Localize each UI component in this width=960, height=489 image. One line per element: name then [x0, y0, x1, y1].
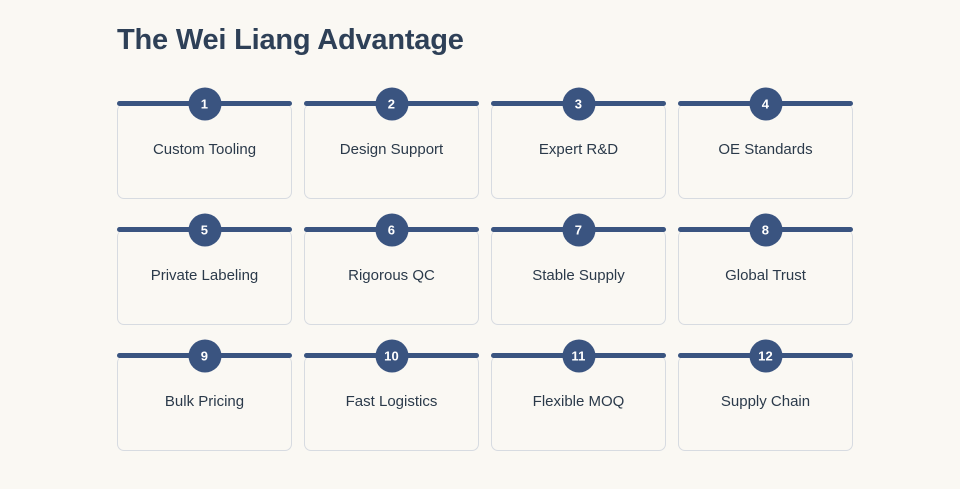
advantage-card[interactable]: 9 Bulk Pricing — [117, 339, 292, 451]
card-number-badge: 4 — [749, 87, 782, 121]
card-label: Global Trust — [725, 267, 806, 284]
advantage-card[interactable]: 11 Flexible MOQ — [491, 339, 666, 451]
advantage-card[interactable]: 4 OE Standards — [678, 87, 853, 199]
advantage-card[interactable]: 3 Expert R&D — [491, 87, 666, 199]
card-label: Custom Tooling — [152, 141, 257, 158]
card-number-badge: 1 — [188, 87, 221, 121]
card-label: Fast Logistics — [345, 393, 438, 410]
card-number-badge: 10 — [375, 339, 408, 373]
card-label: OE Standards — [718, 141, 813, 158]
card-label: Bulk Pricing — [164, 393, 245, 410]
card-number-badge: 6 — [375, 213, 408, 247]
card-label: Private Labeling — [150, 267, 259, 284]
card-label: Expert R&D — [538, 141, 619, 158]
card-number-badge: 12 — [749, 339, 782, 373]
advantage-card-grid: 1 Custom Tooling 2 Design Support 3 Expe… — [117, 87, 853, 451]
card-number-badge: 5 — [188, 213, 221, 247]
card-label: Flexible MOQ — [532, 393, 625, 410]
advantage-card[interactable]: 7 Stable Supply — [491, 213, 666, 325]
card-label: Stable Supply — [532, 267, 625, 284]
advantage-card[interactable]: 6 Rigorous QC — [304, 213, 479, 325]
advantage-card[interactable]: 10 Fast Logistics — [304, 339, 479, 451]
advantage-card[interactable]: 8 Global Trust — [678, 213, 853, 325]
card-label: Rigorous QC — [348, 267, 435, 284]
advantage-card[interactable]: 5 Private Labeling — [117, 213, 292, 325]
advantage-card[interactable]: 2 Design Support — [304, 87, 479, 199]
card-number-badge: 2 — [375, 87, 408, 121]
card-number-badge: 11 — [562, 339, 595, 373]
card-label: Supply Chain — [720, 393, 811, 410]
card-number-badge: 7 — [562, 213, 595, 247]
advantage-card[interactable]: 1 Custom Tooling — [117, 87, 292, 199]
advantage-card[interactable]: 12 Supply Chain — [678, 339, 853, 451]
page-title: The Wei Liang Advantage — [117, 24, 464, 56]
card-label: Design Support — [339, 141, 444, 158]
card-number-badge: 9 — [188, 339, 221, 373]
card-number-badge: 8 — [749, 213, 782, 247]
card-number-badge: 3 — [562, 87, 595, 121]
